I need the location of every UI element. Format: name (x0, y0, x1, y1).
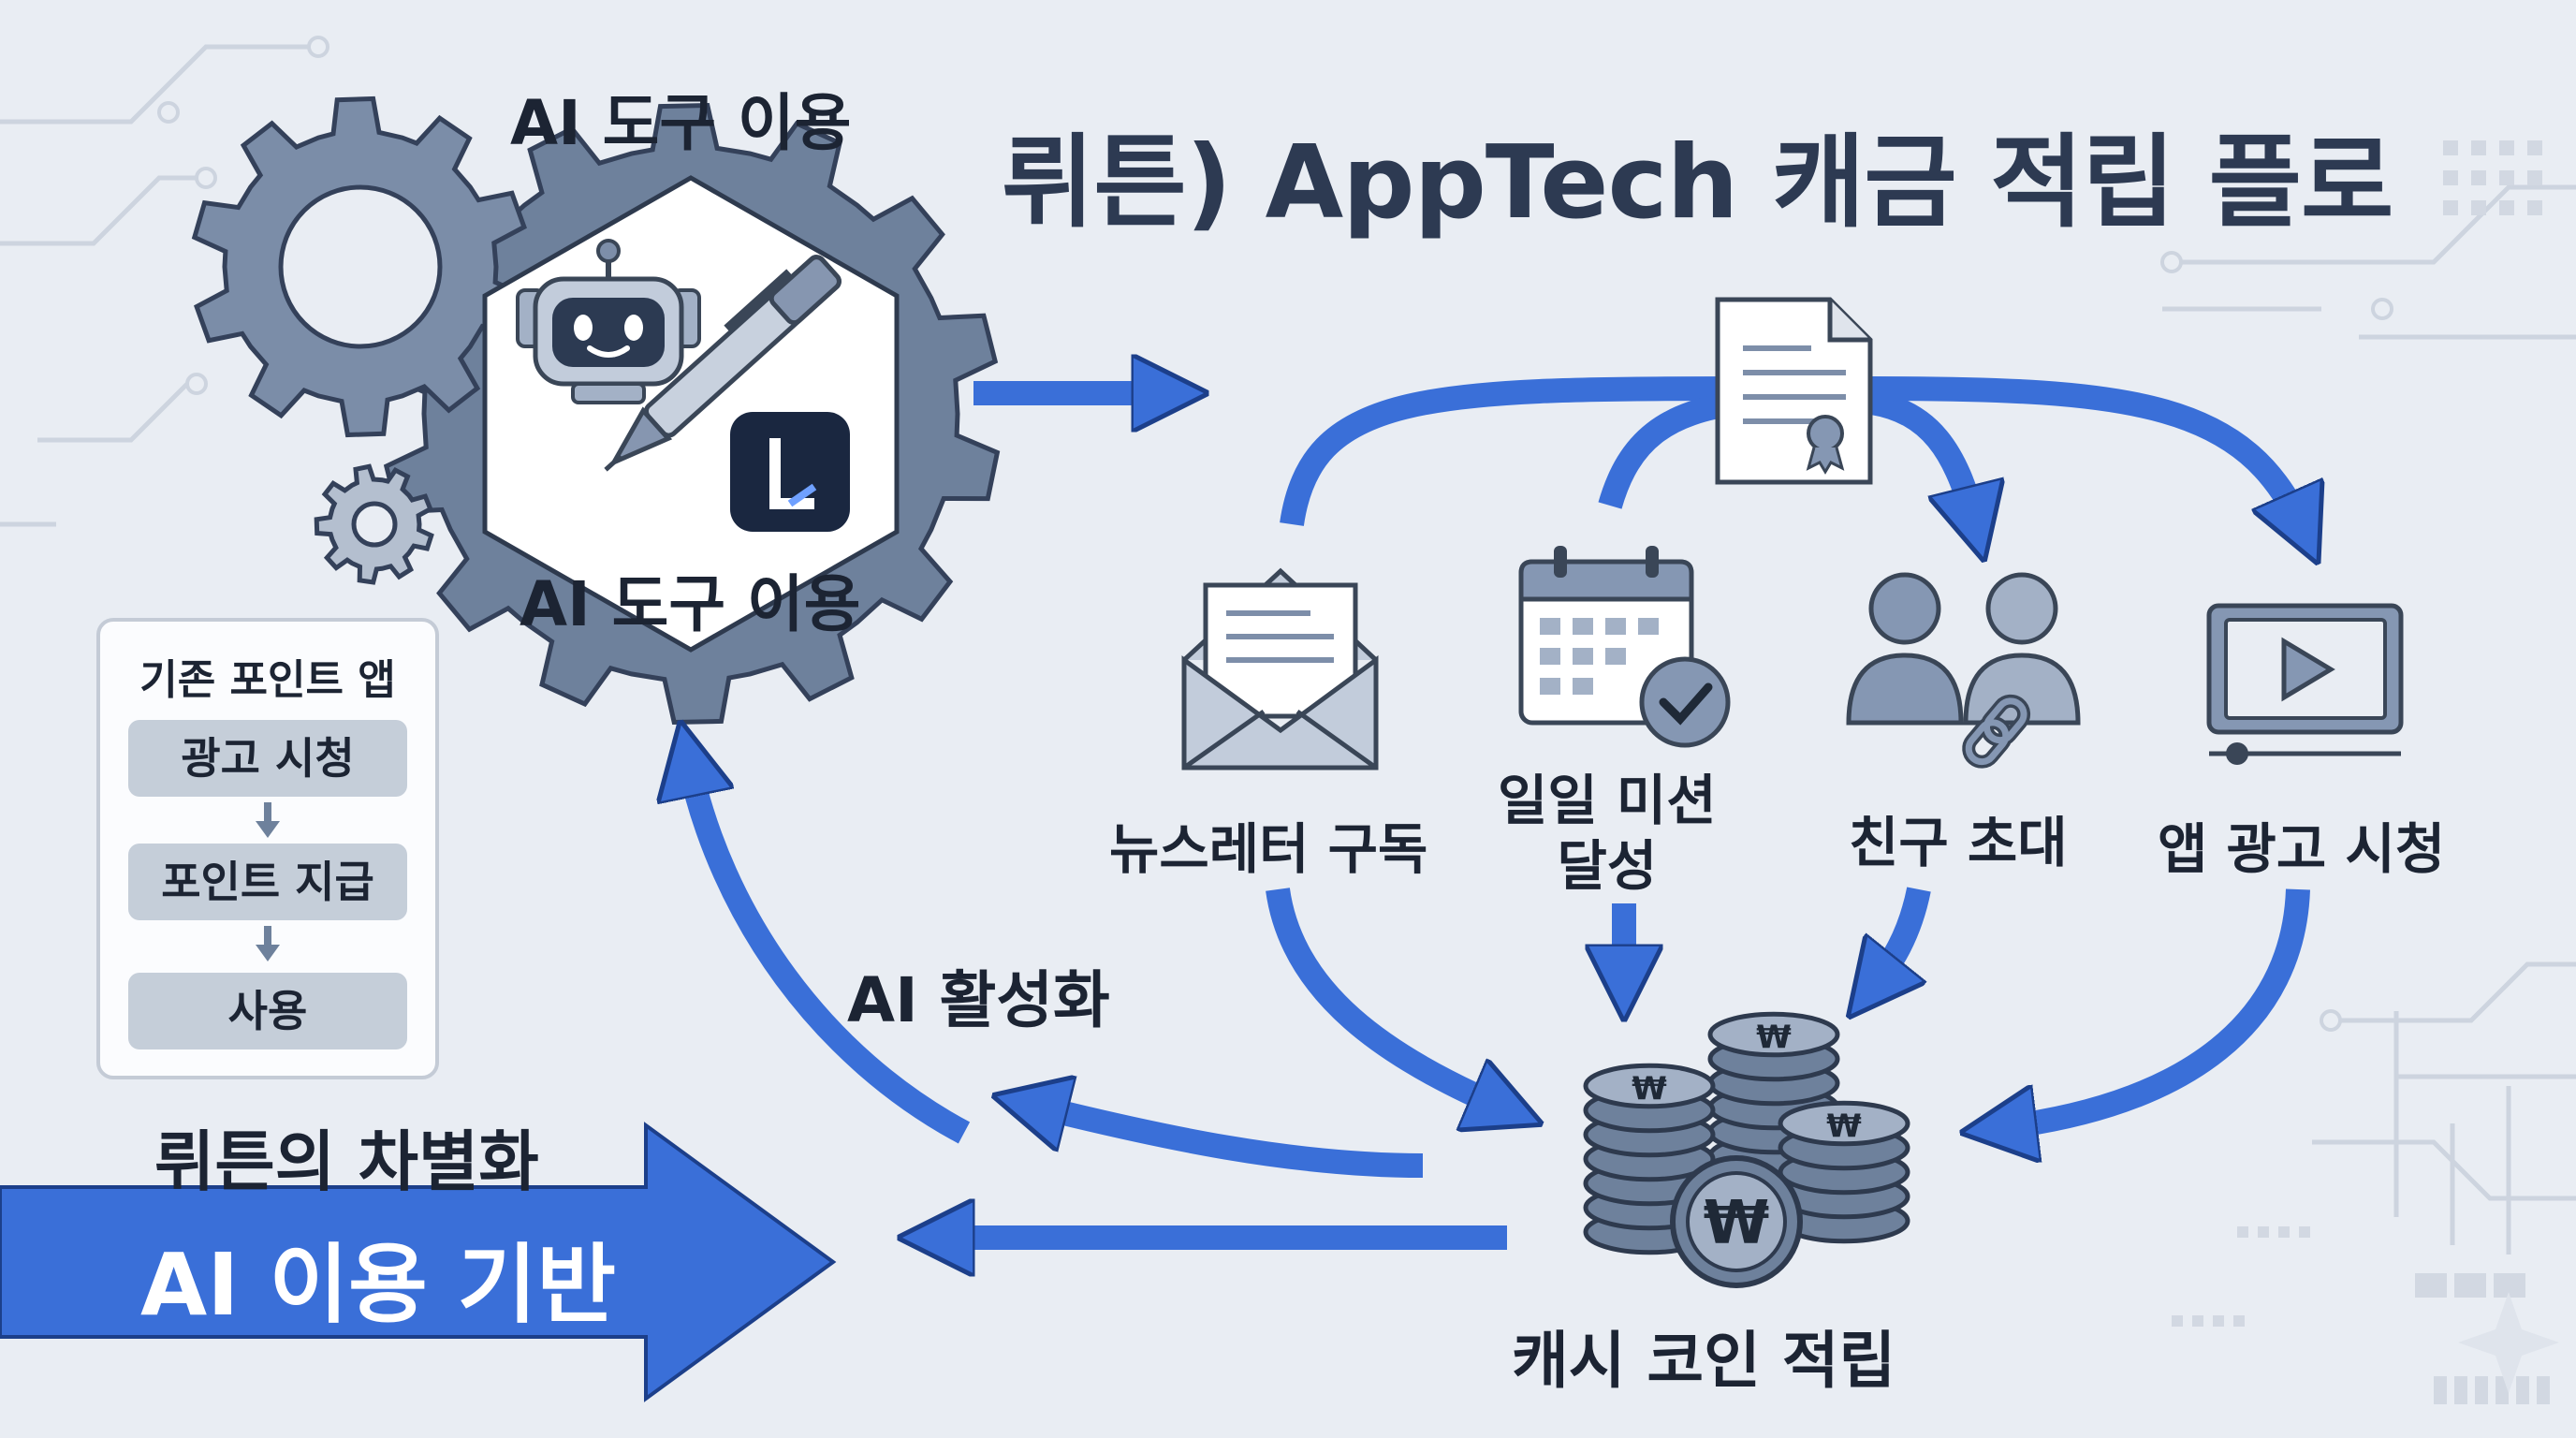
activity-label-newsletter: 뉴스레터 구독 (1109, 817, 1428, 881)
coin-stack-icon: ₩ ₩ ₩ ₩ (1583, 1011, 1910, 1288)
gear-label-top: AI 도구 이용 (510, 87, 852, 159)
svg-text:₩: ₩ (1756, 1019, 1792, 1056)
wrtn-logo-icon (730, 412, 850, 532)
arrow-coin-to-loop (1030, 1105, 1424, 1178)
small-gear-icon (314, 463, 434, 585)
people-link-icon (1846, 572, 2081, 769)
calendar-check-icon (1518, 546, 1731, 748)
page-title: 뤼튼) AppTech 캐금 적립 플로 (1002, 125, 2393, 242)
activity-label-app-ad: 앱 광고 시청 (2158, 817, 2446, 881)
down-arrow-icon (256, 926, 280, 961)
legacy-step-watch-ad: 광고 시청 (128, 720, 407, 797)
arrow-news-to-coin (1266, 888, 1507, 1109)
robot-icon (516, 239, 701, 404)
sparkle-icon (2458, 1292, 2559, 1393)
loop-label: AI 활성화 (847, 964, 1110, 1036)
arrow-loop-to-gear (688, 758, 971, 1144)
legacy-step-give-points: 포인트 지급 (128, 844, 407, 920)
down-arrow-icon (256, 802, 280, 838)
arc-document-left (1280, 376, 1742, 526)
arc-document-mission (1598, 390, 1743, 509)
certificate-icon (1715, 297, 1873, 485)
arc-document-friend (1869, 390, 1975, 524)
activity-label-daily-mission: 일일 미션 달성 (1498, 768, 1717, 899)
banner-text: AI 이용 기반 (140, 1235, 617, 1335)
legacy-title: 기존 포인트 앱 (139, 656, 396, 704)
video-play-icon (2206, 603, 2404, 765)
gear-cluster (191, 95, 1001, 726)
svg-text:₩: ₩ (1704, 1189, 1770, 1258)
banner-arrow (0, 1122, 837, 1402)
mission-label-text: 일일 미션 달성 (1498, 769, 1717, 898)
pen-icon (604, 255, 842, 472)
reward-label: 캐시 코인 적립 (1512, 1325, 1896, 1397)
svg-text:₩: ₩ (1632, 1070, 1667, 1108)
differentiator-label: 뤼튼의 차별화 (154, 1123, 539, 1200)
legacy-point-app-box: 기존 포인트 앱 광고 시청 포인트 지급 사용 (96, 618, 439, 1079)
arc-document-ad (1871, 376, 2303, 529)
envelope-icon (1181, 567, 1379, 770)
arrow-ad-to-coin (1998, 888, 2310, 1128)
legacy-step-use: 사용 (128, 973, 407, 1049)
svg-text:₩: ₩ (1826, 1108, 1862, 1145)
gear-label-bottom: AI 도구 이용 (520, 568, 861, 640)
back-gear-icon (191, 95, 530, 438)
arrow-friend-to-coin (1872, 887, 1931, 988)
activity-label-invite-friend: 친구 초대 (1849, 811, 2068, 874)
